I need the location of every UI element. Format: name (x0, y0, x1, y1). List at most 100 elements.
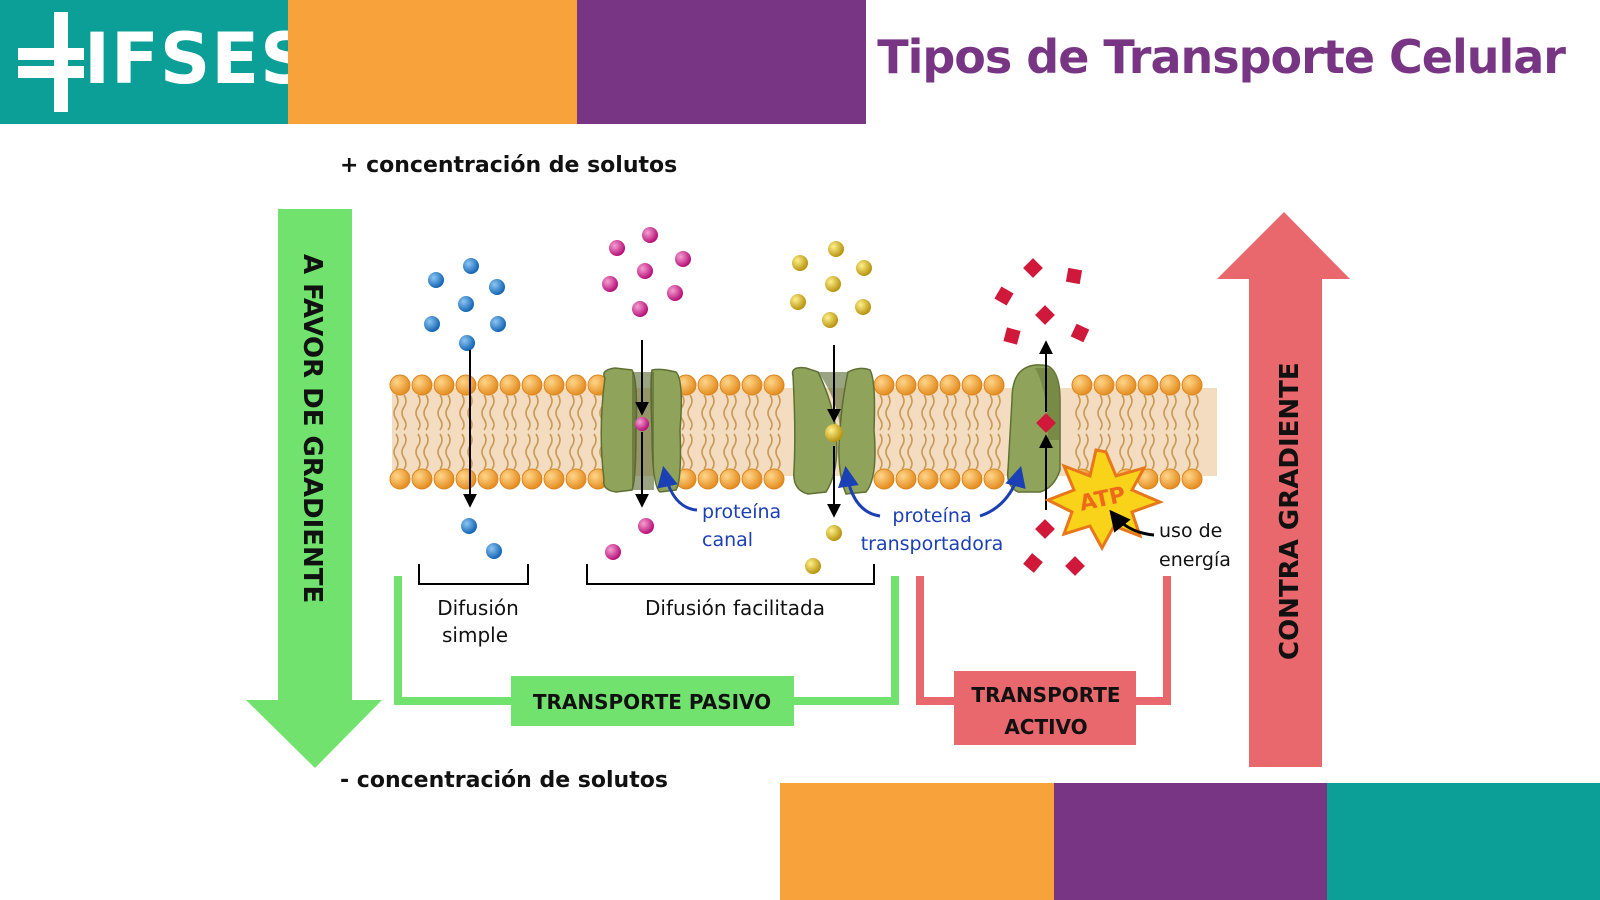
channel-protein (600, 367, 683, 493)
lipid-tail (1163, 394, 1169, 431)
active-transport-label-line2: ACTIVO (1004, 715, 1087, 739)
lipid-tail (445, 433, 451, 470)
lipid-tail (511, 394, 517, 431)
lipid-tail (467, 394, 473, 431)
active-transport-label-line1: TRANSPORTE (971, 683, 1120, 707)
lipid-tail (687, 433, 693, 470)
lipid-tail (709, 433, 715, 470)
lipid-tail (445, 394, 451, 431)
lipid-tail (481, 394, 487, 431)
phospholipid-head (983, 468, 1005, 490)
energy-arrow (1109, 509, 1155, 537)
lipid-tail (885, 433, 891, 470)
phospholipid-head (499, 374, 521, 396)
lipid-tail (723, 433, 729, 470)
favor-gradient-label: A FAVOR DE GRADIENTE (297, 254, 327, 603)
phospholipid-head (719, 468, 741, 490)
lipid-tail (437, 394, 443, 431)
lipid-tail (899, 394, 905, 431)
lipid-tail (511, 433, 517, 470)
phospholipid-head (873, 468, 895, 490)
lipid-tail (929, 394, 935, 431)
lipid-tail (767, 433, 773, 470)
lipid-tail (907, 394, 913, 431)
lipid-tail (687, 394, 693, 431)
lipid-tail (965, 433, 971, 470)
lipid-tail (877, 394, 883, 431)
uphill-gradient-arrow: CONTRA GRADIENTE (1217, 212, 1350, 767)
phospholipid-head (895, 468, 917, 490)
phospholipid-head (763, 468, 785, 490)
lipid-tail (951, 433, 957, 470)
phospholipid-head (411, 468, 433, 490)
phospholipid-head (455, 468, 477, 490)
lipid-tail (591, 433, 597, 470)
phospholipid-head (389, 468, 411, 490)
lipid-tail (943, 433, 949, 470)
carrier-protein-label-line2: transportadora (861, 533, 1004, 555)
phospholipid-head (1159, 374, 1181, 396)
lipid-tail (1141, 433, 1147, 470)
lipid-tail (401, 433, 407, 470)
lipid-tail (577, 433, 583, 470)
lipid-tail (701, 394, 707, 431)
phospholipid-head (1115, 374, 1137, 396)
lipid-tail (907, 433, 913, 470)
lipid-tail (459, 394, 465, 431)
phospholipid-head (499, 468, 521, 490)
lipid-tail (973, 394, 979, 431)
lipid-tail (1127, 394, 1133, 431)
lipid-tail (921, 433, 927, 470)
lipid-tail (401, 394, 407, 431)
phospholipid-head (1093, 374, 1115, 396)
logo-block: IFSES (0, 0, 311, 124)
lipid-tail (1185, 433, 1191, 470)
phospholipid-head (697, 374, 719, 396)
lipid-tail (415, 433, 421, 470)
phospholipid-head (1181, 374, 1203, 396)
phospholipid-head (697, 468, 719, 490)
passive-transport-label: TRANSPORTE PASIVO (533, 690, 771, 714)
lipid-tail (987, 433, 993, 470)
lipid-tail (1149, 433, 1155, 470)
lipid-tail (731, 433, 737, 470)
phospholipid-head (477, 374, 499, 396)
lipid-tail (547, 433, 553, 470)
page-title: Tipos de Transporte Celular (877, 30, 1566, 84)
lipid-tail (723, 394, 729, 431)
lipid-tail (489, 394, 495, 431)
lipid-tail (929, 433, 935, 470)
lipid-tail (503, 433, 509, 470)
lipid-tail (393, 433, 399, 470)
phospholipid-head (543, 468, 565, 490)
lipid-tail (1171, 394, 1177, 431)
lipid-tail (1127, 433, 1133, 470)
phospholipid-head (1137, 374, 1159, 396)
lipid-tail (1119, 433, 1125, 470)
lipid-tail (437, 433, 443, 470)
phospholipid-head (1181, 468, 1203, 490)
lipid-tail (745, 394, 751, 431)
phospholipid-head (895, 374, 917, 396)
phospholipid-head (873, 374, 895, 396)
lipid-tail (533, 433, 539, 470)
atp-burst-icon: ATP (1044, 448, 1165, 552)
lipid-tail (1185, 394, 1191, 431)
lipid-tail (525, 394, 531, 431)
lipid-tail (525, 433, 531, 470)
phospholipid-head (411, 374, 433, 396)
simple-diffusion-bracket (418, 564, 529, 585)
lipid-tail (877, 433, 883, 470)
channel-protein-label-line2: canal (702, 529, 753, 551)
lipid-tail (899, 433, 905, 470)
phospholipid-head (565, 374, 587, 396)
phospholipid-head (939, 374, 961, 396)
lipid-tail (767, 394, 773, 431)
lipid-tail (423, 394, 429, 431)
lipid-tail (1075, 433, 1081, 470)
energy-label-line1: uso de (1159, 520, 1222, 542)
lipid-tail (591, 394, 597, 431)
yellow-solutes (790, 241, 872, 574)
phospholipid-head (521, 468, 543, 490)
